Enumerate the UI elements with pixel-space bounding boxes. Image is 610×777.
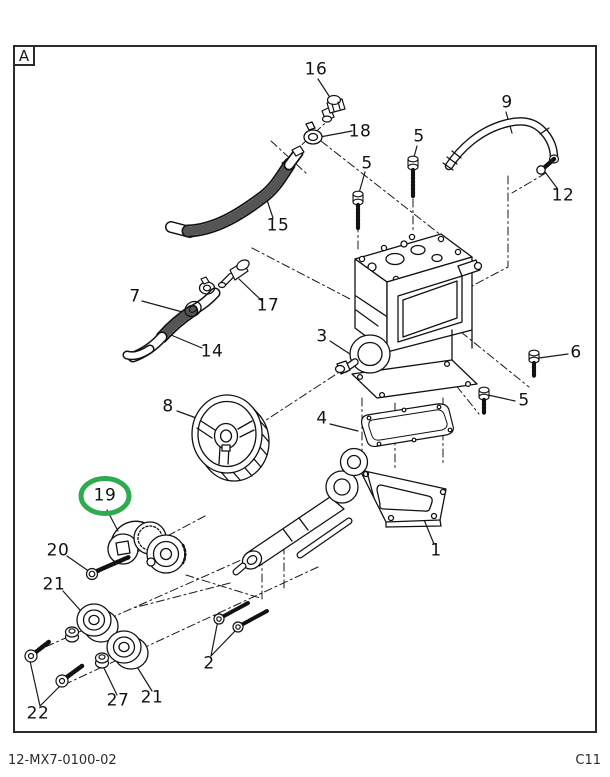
callout-8[interactable]: 8 — [162, 396, 174, 417]
callout-21-1[interactable]: 21 — [42, 574, 66, 595]
bolt-5b-drawing — [352, 190, 364, 231]
callout-5-3[interactable]: 5 — [518, 390, 530, 411]
callout-27[interactable]: 27 — [106, 690, 130, 711]
assembly-axis-lines — [24, 115, 547, 689]
callout-5-1[interactable]: 5 — [413, 126, 425, 147]
bolt-5c-drawing — [478, 386, 490, 417]
fitting-16-drawing — [321, 94, 346, 123]
idler-pulley-21b-drawing — [106, 630, 149, 670]
callout-17[interactable]: 17 — [256, 295, 280, 316]
fitting-17-drawing — [198, 259, 250, 295]
bracket-1-drawing — [232, 447, 447, 576]
document-number: 12-MX7-0100-02 — [8, 753, 117, 768]
gasket-4-drawing — [360, 403, 454, 448]
callout-19[interactable]: 19 — [93, 485, 117, 506]
callout-2[interactable]: 2 — [203, 653, 215, 674]
callout-16[interactable]: 16 — [304, 59, 328, 80]
bolt-5a-drawing — [407, 155, 419, 199]
callout-18[interactable]: 18 — [348, 121, 372, 142]
tensioner-19-drawing — [107, 520, 187, 574]
callout-20[interactable]: 20 — [46, 540, 70, 561]
callout-1[interactable]: 1 — [430, 540, 442, 561]
hose-7-14-drawing — [122, 287, 221, 363]
callout-9[interactable]: 9 — [501, 92, 513, 113]
washers-27-drawing — [64, 626, 110, 669]
callout-22[interactable]: 22 — [26, 703, 50, 724]
hose-15-drawing — [165, 145, 305, 238]
idler-pulley-21a-drawing — [76, 603, 119, 643]
bolts-2-drawing — [213, 601, 269, 633]
view-label: A — [13, 45, 35, 66]
callout-14[interactable]: 14 — [200, 341, 224, 362]
callout-5-2[interactable]: 5 — [361, 153, 373, 174]
compressor-drawing — [334, 233, 483, 399]
bolt-6-drawing — [528, 349, 540, 380]
bolts-22-drawing — [24, 638, 85, 688]
bolt-20-drawing — [85, 554, 132, 581]
pulley-8-drawing — [191, 394, 270, 482]
tube-9-drawing — [442, 117, 560, 171]
callout-4[interactable]: 4 — [316, 408, 328, 429]
page-code: C11 — [575, 753, 601, 768]
fitting-12-drawing — [536, 156, 557, 175]
highlight-ring-19 — [78, 476, 132, 516]
callout-3[interactable]: 3 — [316, 326, 328, 347]
callout-15[interactable]: 15 — [266, 215, 290, 236]
callout-12[interactable]: 12 — [551, 185, 575, 206]
clamp-18-drawing — [303, 121, 323, 145]
callout-7[interactable]: 7 — [129, 286, 141, 307]
callout-21-2[interactable]: 21 — [140, 687, 164, 708]
leader-lines — [29, 78, 569, 707]
callout-6[interactable]: 6 — [570, 342, 582, 363]
